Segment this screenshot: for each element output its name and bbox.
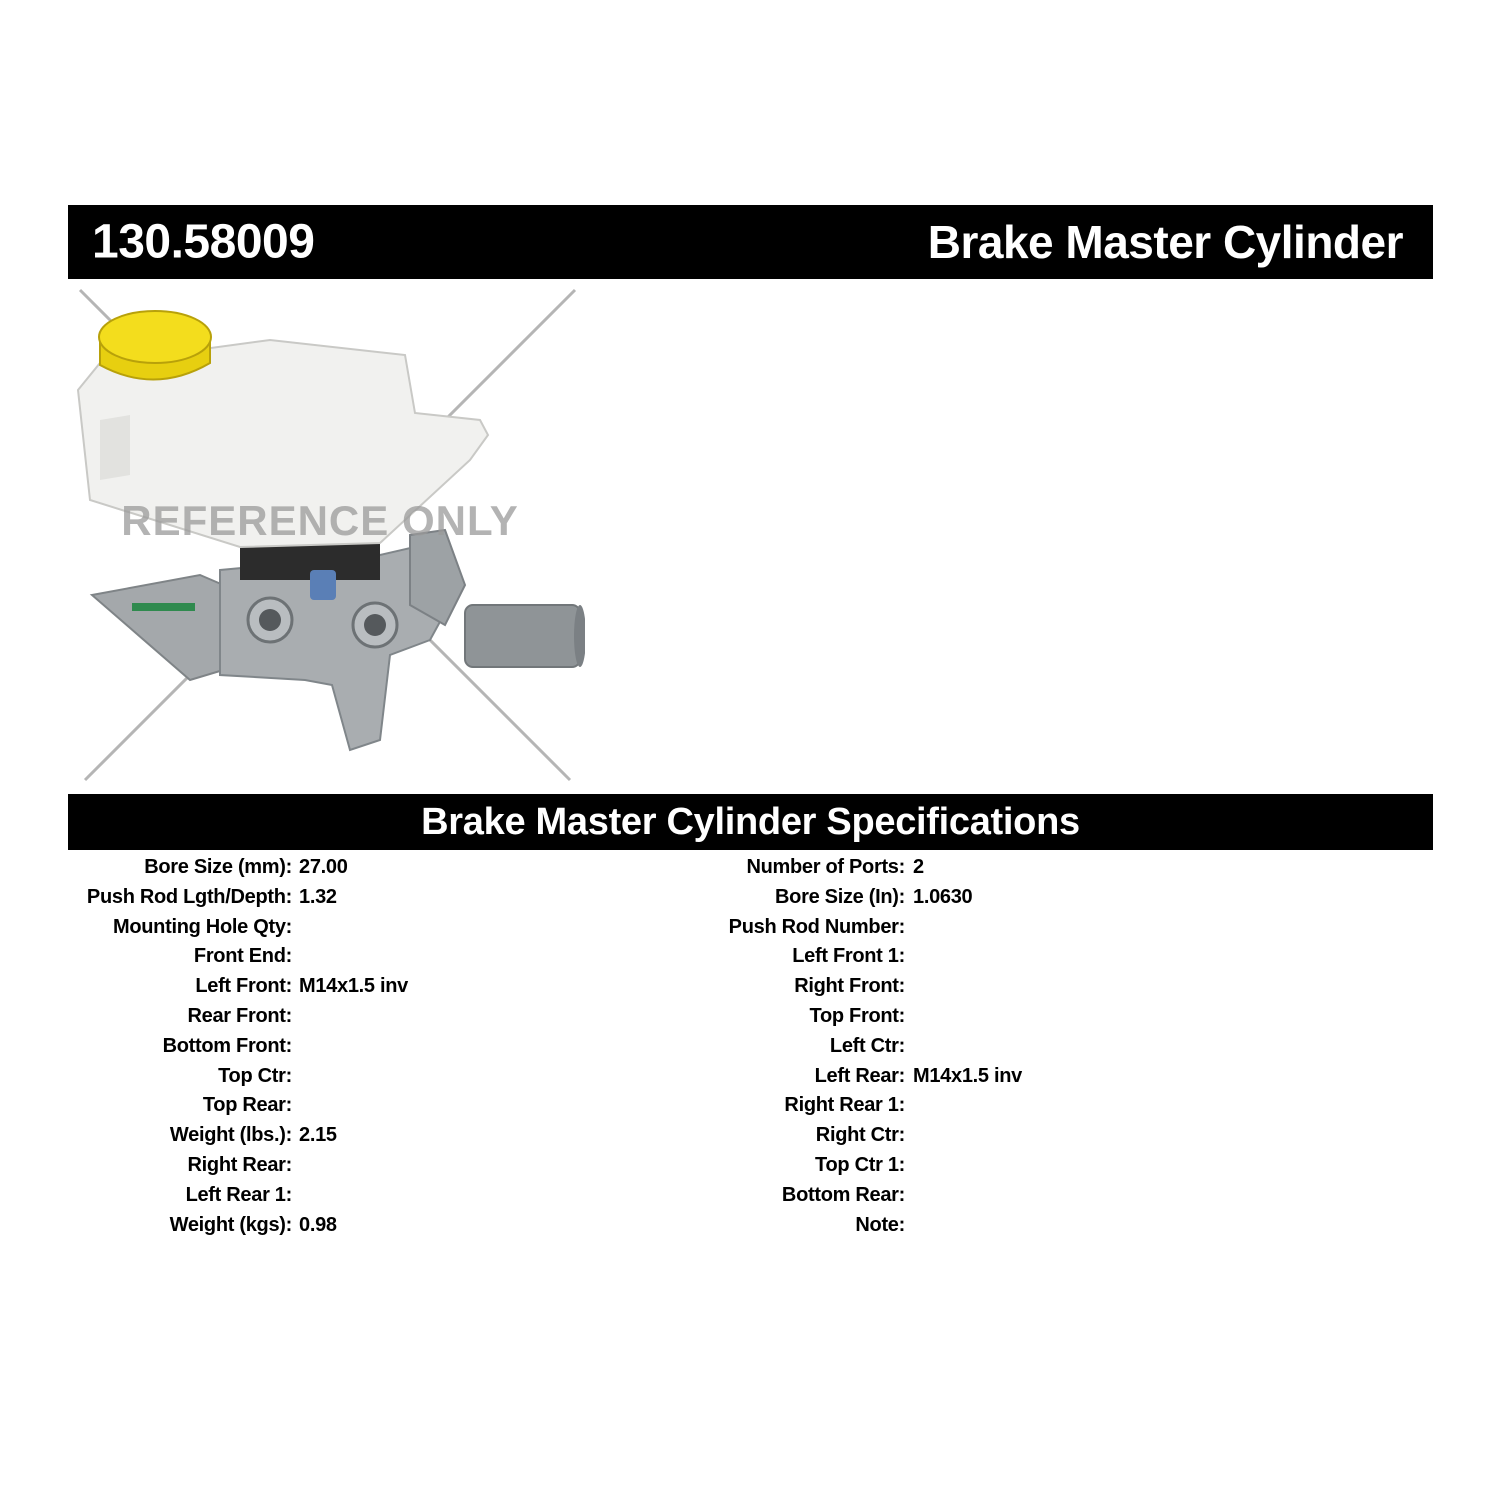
spec-label: Top Ctr: bbox=[218, 1064, 292, 1087]
fluid-reservoir bbox=[76, 338, 490, 549]
piston-end bbox=[574, 605, 585, 667]
sensor-plug bbox=[310, 570, 336, 600]
product-image: REFERENCE ONLY bbox=[70, 285, 585, 785]
spec-label: Weight (lbs.): bbox=[169, 1124, 292, 1147]
spec-label: Left Rear: bbox=[814, 1064, 906, 1087]
spec-row: Top Front: bbox=[620, 1002, 1320, 1032]
piston-tube bbox=[464, 604, 581, 668]
spec-label: Bottom Rear: bbox=[781, 1183, 905, 1206]
spec-value: M14x1.5 inv bbox=[299, 975, 408, 998]
label-strip bbox=[132, 603, 195, 611]
spec-row: Push Rod Number: bbox=[620, 913, 1320, 943]
spec-row: Note: bbox=[620, 1211, 1320, 1241]
spec-row: Bore Size (mm): 27.00 bbox=[0, 853, 600, 883]
spec-row: Weight (kgs): 0.98 bbox=[0, 1211, 600, 1241]
spec-row: Rear Front: bbox=[0, 1002, 600, 1032]
spec-value: 1.32 bbox=[299, 885, 337, 908]
product-title: Brake Master Cylinder bbox=[927, 216, 1404, 268]
watermark: REFERENCE ONLY bbox=[121, 497, 519, 544]
spec-label: Left Ctr: bbox=[829, 1034, 905, 1057]
spec-value: 1.0630 bbox=[913, 885, 973, 908]
spec-label: Note: bbox=[855, 1213, 905, 1236]
reservoir-cap bbox=[98, 310, 212, 364]
spec-label: Right Rear: bbox=[187, 1153, 293, 1176]
spec-label: Rear Front: bbox=[187, 1004, 293, 1027]
spec-label: Front End: bbox=[193, 945, 292, 968]
spec-label: Left Front 1: bbox=[792, 945, 905, 968]
spec-row: Mounting Hole Qty: bbox=[0, 913, 600, 943]
spec-value: 27.00 bbox=[299, 856, 348, 878]
spec-row: Top Rear: bbox=[0, 1091, 600, 1121]
spec-label: Right Ctr: bbox=[815, 1124, 906, 1147]
spec-row: Top Ctr 1: bbox=[620, 1151, 1320, 1181]
spec-row: Right Ctr: bbox=[620, 1121, 1320, 1151]
mounting-flange bbox=[89, 573, 242, 682]
spec-header-bar: Brake Master Cylinder Specifications bbox=[68, 794, 1433, 850]
spec-label: Left Rear 1: bbox=[185, 1183, 293, 1206]
spec-row: Left Front 1: bbox=[620, 942, 1320, 972]
spec-label: Number of Ports: bbox=[746, 856, 905, 878]
spec-label: Weight (kgs): bbox=[169, 1213, 293, 1236]
spec-row: Right Front: bbox=[620, 972, 1320, 1002]
front-flange bbox=[409, 528, 467, 627]
header-bar: 130.58009 Brake Master Cylinder bbox=[68, 205, 1433, 279]
spec-row: Left Rear 1: bbox=[0, 1181, 600, 1211]
port-2-hole bbox=[364, 614, 386, 636]
spec-label: Bore Size (In): bbox=[775, 885, 905, 908]
spec-row: Bottom Front: bbox=[0, 1032, 600, 1062]
spec-value: 2.15 bbox=[299, 1124, 337, 1147]
spec-label: Top Front: bbox=[809, 1004, 906, 1027]
spec-row: Top Ctr: bbox=[0, 1062, 600, 1092]
spec-row: Push Rod Lgth/Depth: 1.32 bbox=[0, 883, 600, 913]
spec-label: Top Rear: bbox=[202, 1094, 292, 1117]
spec-value: 0.98 bbox=[299, 1213, 337, 1236]
port-1-hole bbox=[259, 609, 281, 631]
spec-label: Right Front: bbox=[794, 975, 905, 998]
spec-label: Push Rod Number: bbox=[728, 915, 906, 938]
spec-row: Number of Ports: 2 bbox=[620, 853, 1320, 883]
spec-label: Bore Size (mm): bbox=[144, 856, 292, 878]
spec-row: Bore Size (In): 1.0630 bbox=[620, 883, 1320, 913]
spec-row: Right Rear: bbox=[0, 1151, 600, 1181]
spec-label: Bottom Front: bbox=[162, 1034, 293, 1057]
spec-row: Front End: bbox=[0, 942, 600, 972]
reservoir-markings bbox=[100, 415, 130, 480]
spec-row: Left Front: M14x1.5 inv bbox=[0, 972, 600, 1002]
spec-label: Right Rear 1: bbox=[784, 1094, 905, 1117]
spec-value: M14x1.5 inv bbox=[913, 1064, 1022, 1087]
spec-value: 2 bbox=[913, 856, 924, 878]
spec-label: Mounting Hole Qty: bbox=[112, 915, 292, 938]
spec-title: Brake Master Cylinder Specifications bbox=[421, 800, 1080, 843]
spec-row: Bottom Rear: bbox=[620, 1181, 1320, 1211]
spec-label: Push Rod Lgth/Depth: bbox=[86, 885, 292, 908]
spec-row: Left Rear: M14x1.5 inv bbox=[620, 1062, 1320, 1092]
spec-row: Weight (lbs.): 2.15 bbox=[0, 1121, 600, 1151]
spec-label: Top Ctr 1: bbox=[815, 1153, 905, 1176]
spec-label: Left Front: bbox=[195, 975, 292, 998]
spec-row: Right Rear 1: bbox=[620, 1091, 1320, 1121]
spec-row: Left Ctr: bbox=[620, 1032, 1320, 1062]
part-number: 130.58009 bbox=[92, 215, 315, 269]
